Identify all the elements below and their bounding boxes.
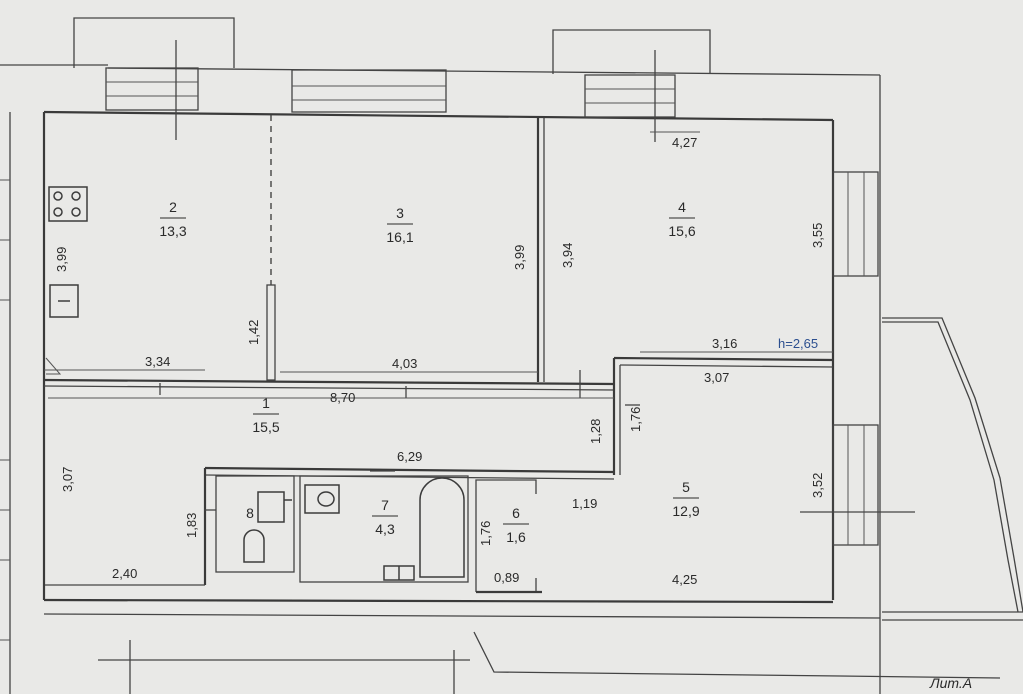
dim-399-left: 3,99 [54, 247, 69, 272]
fixtures [45, 186, 465, 581]
toilet-icon [243, 529, 265, 563]
dim-176-a: 1,76 [628, 407, 643, 432]
dim-629: 6,29 [397, 449, 422, 464]
dim-307-left: 3,07 [60, 467, 75, 492]
dim-334: 3,34 [145, 354, 170, 369]
room-6-number: 6 [512, 505, 520, 521]
dim-142: 1,42 [246, 320, 261, 345]
room-labels: 1 15,5 2 13,3 3 16,1 4 15,6 5 12,9 6 1,6 7 4,3 8 [159, 199, 699, 545]
dim-352: 3,52 [810, 473, 825, 498]
dim-394: 3,94 [560, 243, 575, 268]
top-balconies [73, 17, 711, 142]
interior-walls [43, 115, 834, 594]
room-3-number: 3 [396, 205, 404, 221]
dim-403: 4,03 [392, 356, 417, 371]
room-5-number: 5 [682, 479, 690, 495]
dim-425: 4,25 [672, 572, 697, 587]
ceiling-height: h=2,65 [778, 336, 818, 351]
stove-icon [48, 186, 88, 222]
sink-icon [257, 491, 285, 523]
dim-240: 2,40 [112, 566, 137, 581]
bottom-lines [98, 631, 1001, 694]
bathtub-icon [419, 477, 465, 578]
dim-176-b: 1,76 [478, 521, 493, 546]
dim-183: 1,83 [184, 513, 199, 538]
room-6-area: 1,6 [506, 529, 526, 545]
sheet-label: Лит.А [929, 675, 972, 691]
room-1-area: 15,5 [252, 419, 279, 435]
room-7-number: 7 [381, 497, 389, 513]
kitchen-sink-icon [49, 284, 79, 318]
room-2-number: 2 [169, 199, 177, 215]
dim-399-mid: 3,99 [512, 245, 527, 270]
room-8-number: 8 [246, 505, 254, 521]
right-windows [800, 171, 915, 546]
dim-089: 0,89 [494, 570, 519, 585]
room-2-area: 13,3 [159, 223, 186, 239]
room-7-area: 4,3 [375, 521, 395, 537]
room-4-area: 15,6 [668, 223, 695, 239]
dim-870: 8,70 [330, 390, 355, 405]
washbasin-icon [304, 484, 340, 514]
room-5-area: 12,9 [672, 503, 699, 519]
room-1-number: 1 [262, 395, 270, 411]
dim-355: 3,55 [810, 223, 825, 248]
dim-307-right: 3,07 [704, 370, 729, 385]
room-3-area: 16,1 [386, 229, 413, 245]
dim-316: 3,16 [712, 336, 737, 351]
loggia [882, 317, 1023, 621]
dim-119: 1,19 [572, 496, 597, 511]
dim-128: 1,28 [588, 419, 603, 444]
dim-427: 4,27 [672, 135, 697, 150]
dimension-texts: 4,27 3,55 3,99 3,99 3,94 1,42 3,34 4,03 … [54, 135, 972, 691]
dimension-lines [44, 131, 833, 399]
room-4-number: 4 [678, 199, 686, 215]
